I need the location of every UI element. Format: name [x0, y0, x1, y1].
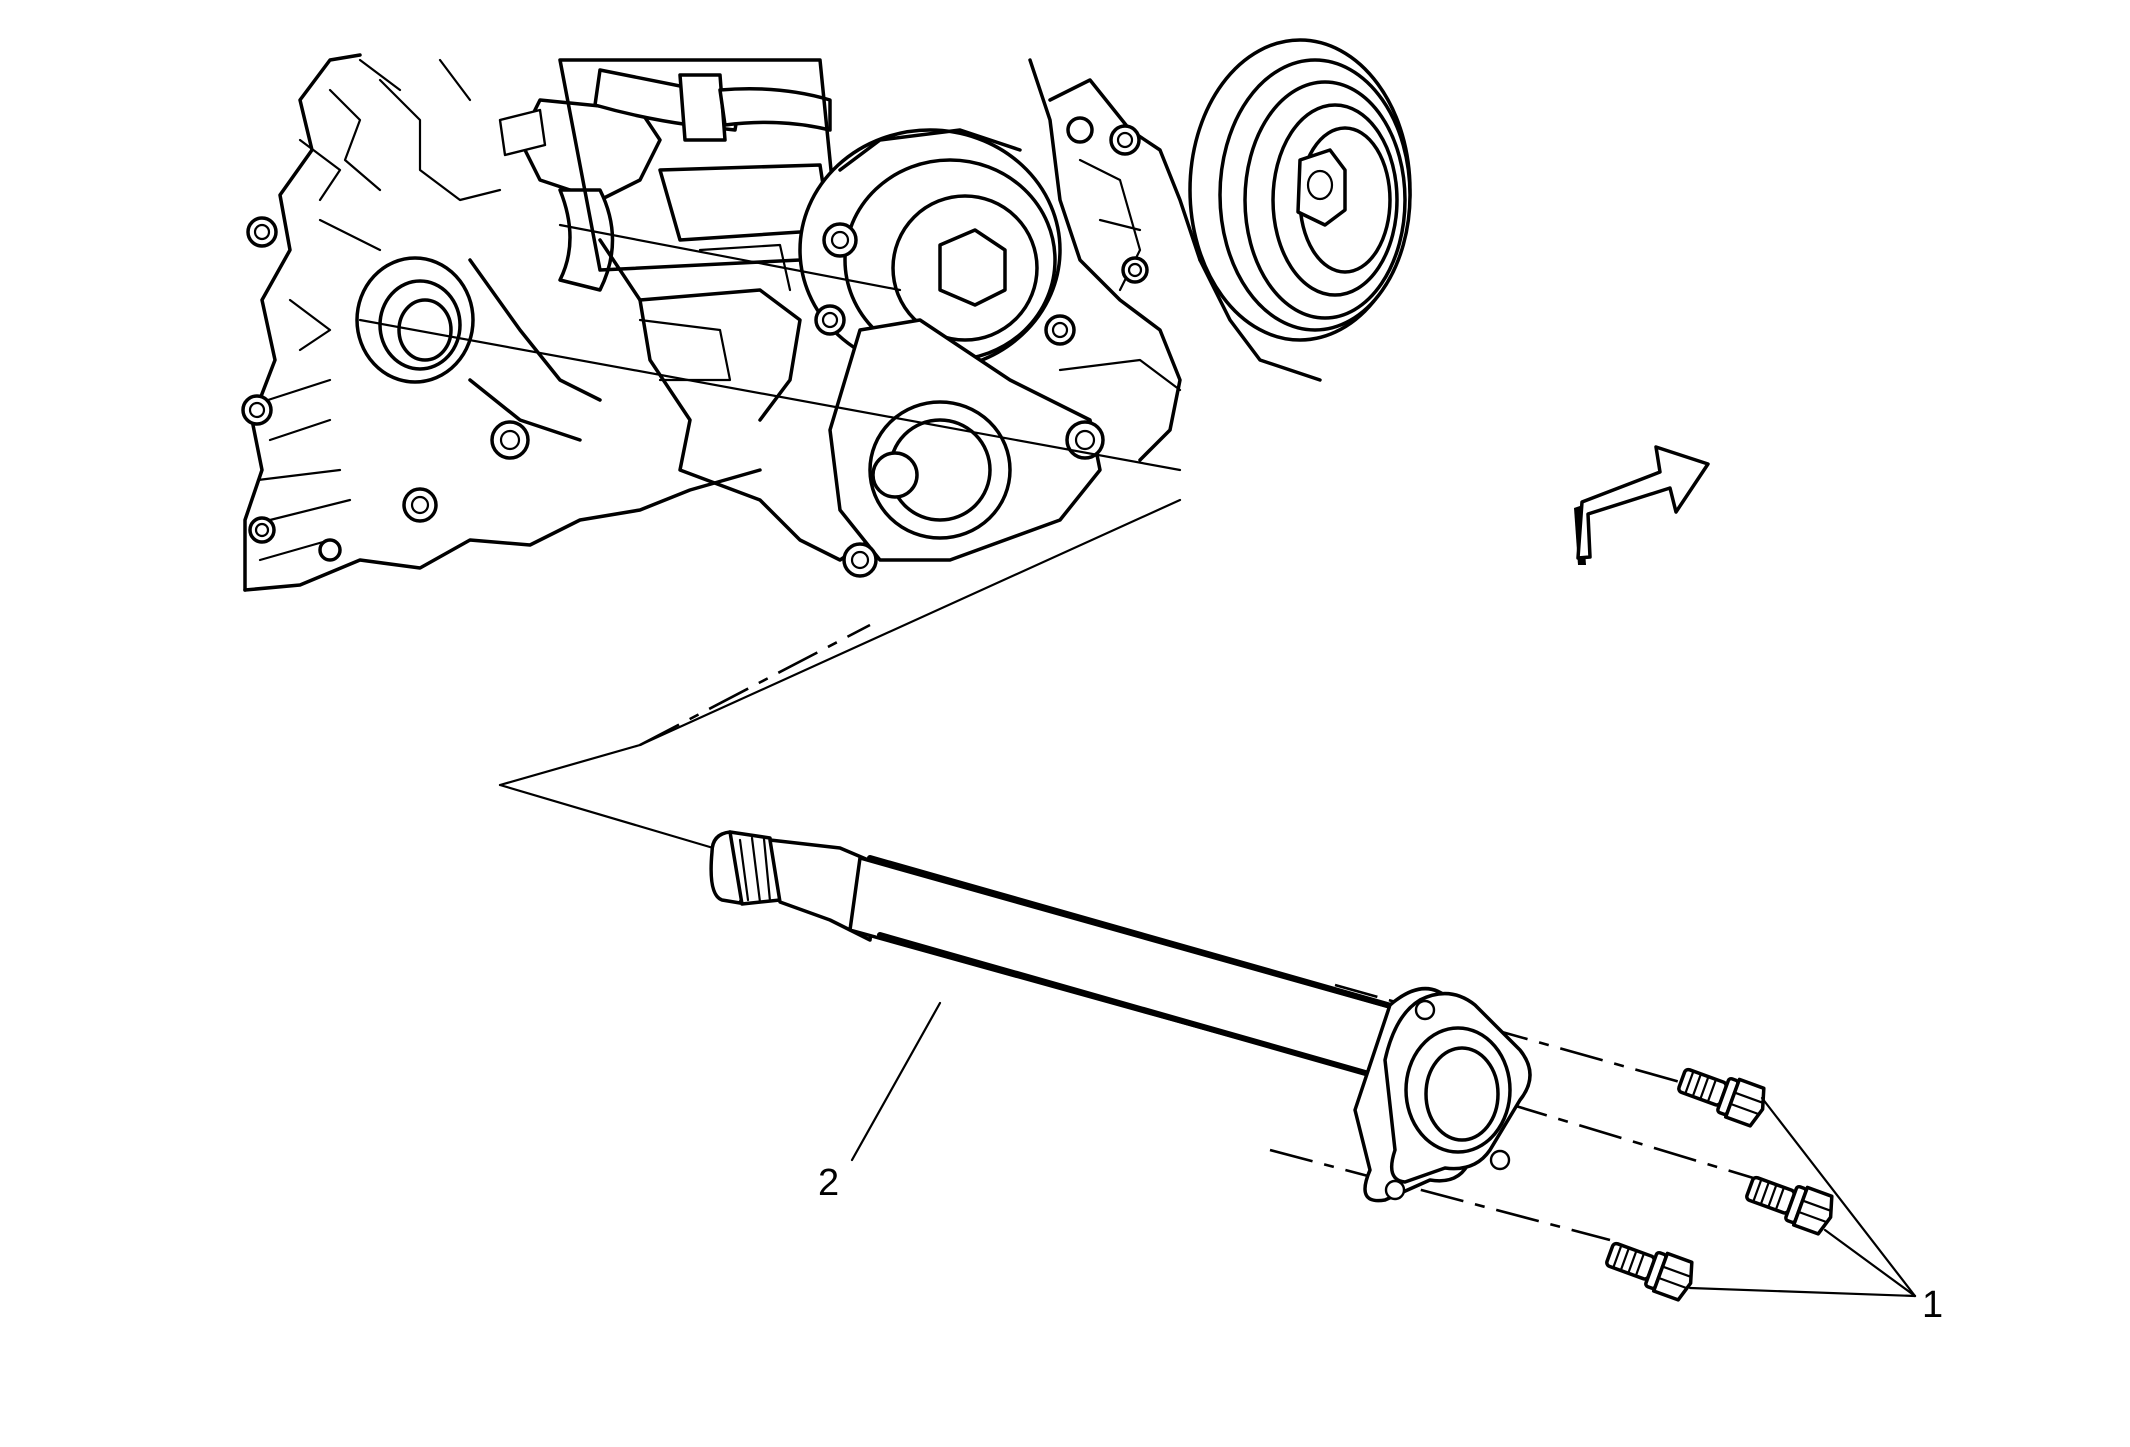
ac-compressor [798, 128, 1062, 372]
compressor-bolt [814, 222, 1076, 346]
intermediate-shaft [709, 830, 1532, 1203]
bolt [1745, 1175, 1834, 1236]
transaxle-output-seal [355, 256, 475, 384]
engine-transaxle-assembly [241, 38, 1412, 592]
bolt [1677, 1067, 1766, 1128]
bolt [1605, 1241, 1694, 1302]
case-bolt-boss [241, 216, 530, 562]
crankshaft-pulley [1188, 38, 1412, 342]
leader-lines [850, 1001, 1917, 1298]
callout-label-2: 2 [818, 1162, 840, 1204]
engine-bolt [1066, 116, 1149, 284]
front-arrow-icon [1574, 445, 1710, 565]
exploded-guide-lines [498, 498, 1761, 1242]
callout-label-1: 1 [1922, 1284, 1944, 1326]
shaft-support-bracket [828, 318, 1105, 578]
